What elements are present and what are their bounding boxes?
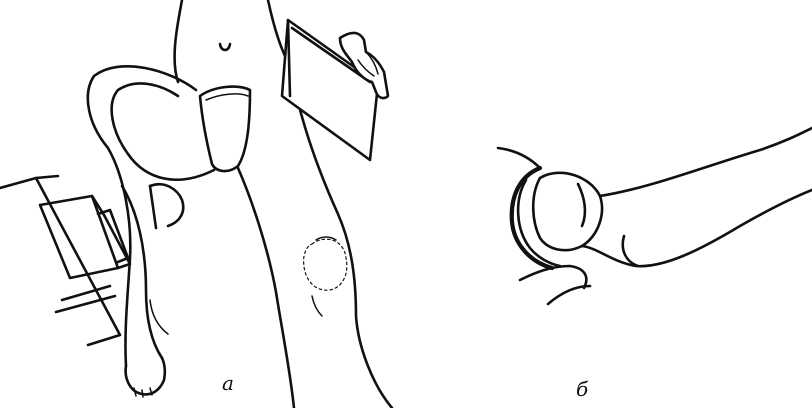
- knee-patella-outline: [304, 239, 347, 290]
- torso-outline: [175, 0, 290, 82]
- flexed-leg-outline: [88, 66, 214, 397]
- femoral-head-outline: [533, 173, 602, 250]
- femur-shaft-outline: [582, 128, 812, 266]
- panel-b-label: б: [576, 377, 589, 401]
- acetabulum-outline: [498, 148, 560, 268]
- panel-b-illustration: б: [498, 128, 812, 401]
- gonad-shield-icon: [200, 87, 250, 171]
- panel-a-label: а: [222, 371, 234, 395]
- panel-a-illustration: а: [0, 0, 392, 408]
- pelvis-lower-outline: [520, 266, 590, 304]
